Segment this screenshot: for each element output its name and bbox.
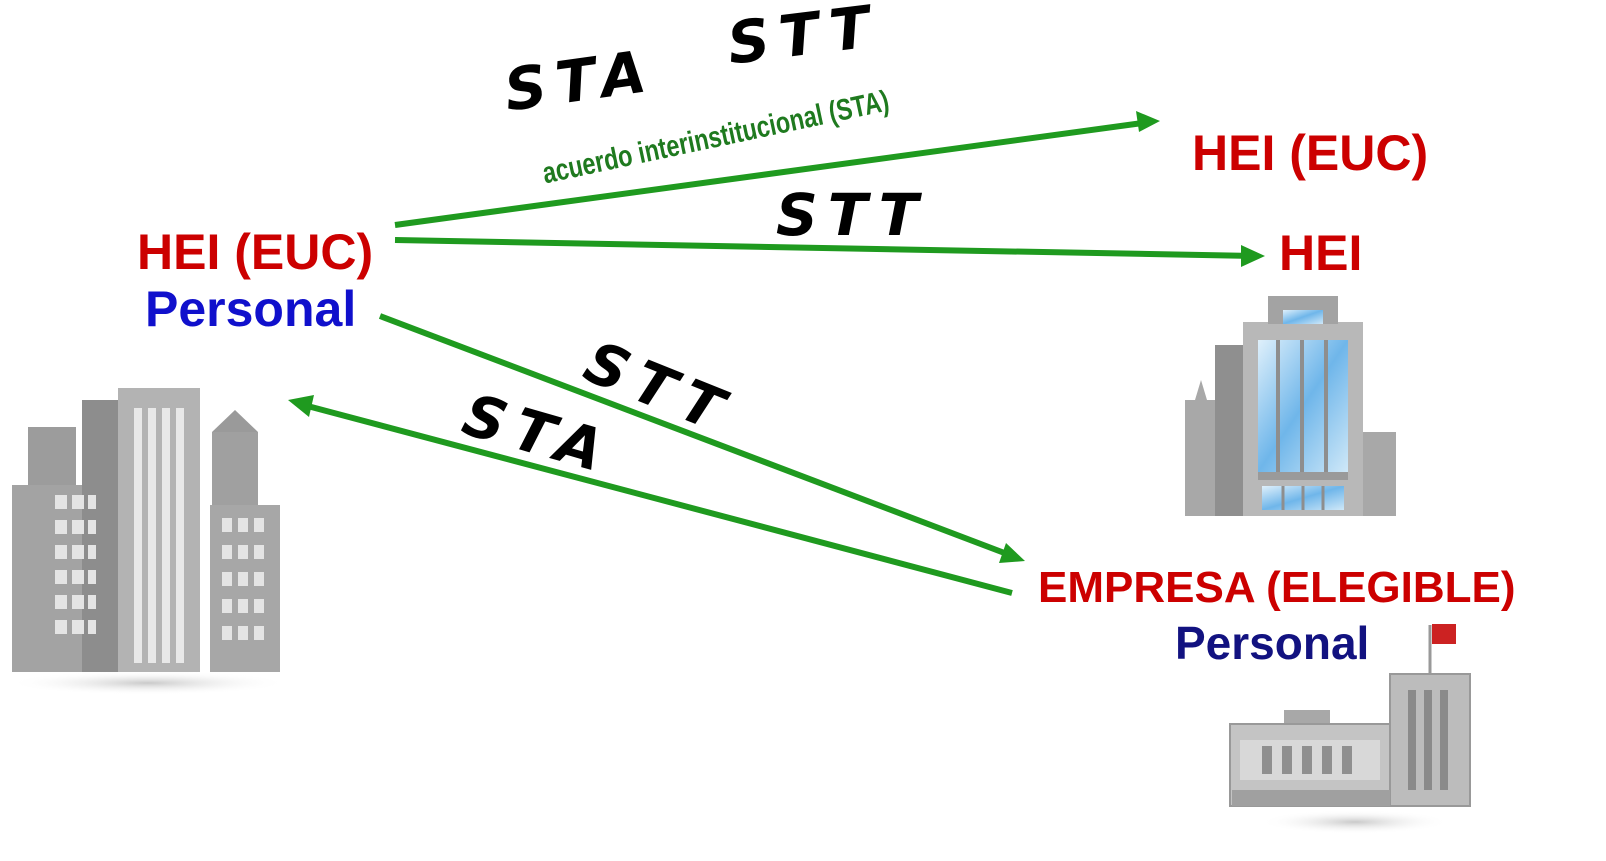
top-stt-label: STT: [723, 0, 884, 78]
arrowhead-hei: [1241, 245, 1265, 267]
enterprise-title: EMPRESA (ELEGIBLE): [1038, 563, 1516, 612]
arrowhead-sending-hei: [288, 395, 314, 417]
office-tower-icon: [1185, 296, 1396, 516]
factory-with-flag-icon: [1229, 624, 1471, 834]
arrowhead-enterprise: [999, 543, 1025, 563]
enterprise-subtitle: Personal: [1175, 617, 1370, 669]
flow-arrows: [299, 119, 1256, 596]
city-buildings-icon: [8, 388, 288, 695]
arrowheads: [288, 111, 1265, 563]
receiving-hei-euc-title: HEI (EUC): [1192, 125, 1429, 181]
middle-stt-label: STT: [776, 181, 929, 249]
arrow-from-enterprise: [299, 401, 1013, 596]
arrow-to-hei-euc: [394, 119, 1151, 228]
receiving-hei-title: HEI: [1279, 225, 1363, 281]
arrowhead-hei-euc: [1136, 111, 1160, 132]
sending-hei-subtitle: Personal: [145, 281, 357, 337]
arrow-to-hei: [394, 237, 1256, 259]
arrow-to-enterprise: [378, 313, 1017, 560]
sending-hei-title: HEI (EUC): [137, 224, 374, 280]
